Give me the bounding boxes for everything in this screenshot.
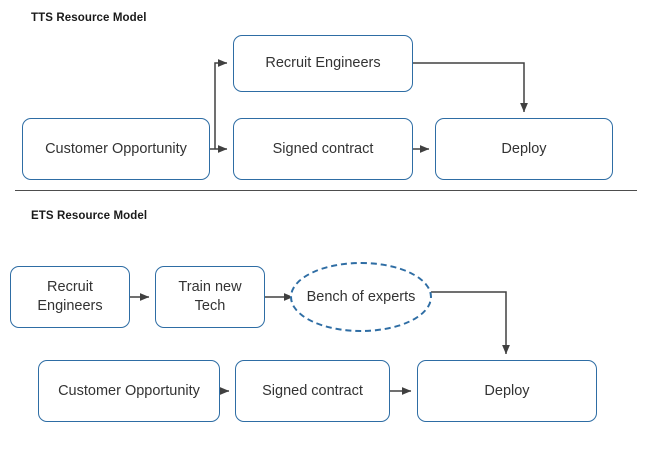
ets-node-train-new-tech[interactable]: Train new Tech xyxy=(155,266,265,328)
edge-tts-customer-to-recruit xyxy=(214,59,228,149)
tts-node-recruit-engineers[interactable]: Recruit Engineers xyxy=(233,35,413,92)
edge-tts-recruit-to-deploy xyxy=(413,62,528,113)
ets-section-title: ETS Resource Model xyxy=(31,210,148,222)
ets-node-bench-of-experts[interactable]: Bench of experts xyxy=(290,262,432,332)
ets-node-signed-contract[interactable]: Signed contract xyxy=(235,360,390,422)
tts-section-title: TTS Resource Model xyxy=(31,12,147,24)
tts-node-deploy[interactable]: Deploy xyxy=(435,118,613,180)
section-divider xyxy=(15,190,637,191)
ets-node-recruit-engineers[interactable]: Recruit Engineers xyxy=(10,266,130,328)
tts-node-customer-opportunity[interactable]: Customer Opportunity xyxy=(22,118,210,180)
ets-node-deploy[interactable]: Deploy xyxy=(417,360,597,422)
tts-node-signed-contract[interactable]: Signed contract xyxy=(233,118,413,180)
edge-ets-bench-to-deploy xyxy=(426,291,510,355)
ets-node-customer-opportunity[interactable]: Customer Opportunity xyxy=(38,360,220,422)
